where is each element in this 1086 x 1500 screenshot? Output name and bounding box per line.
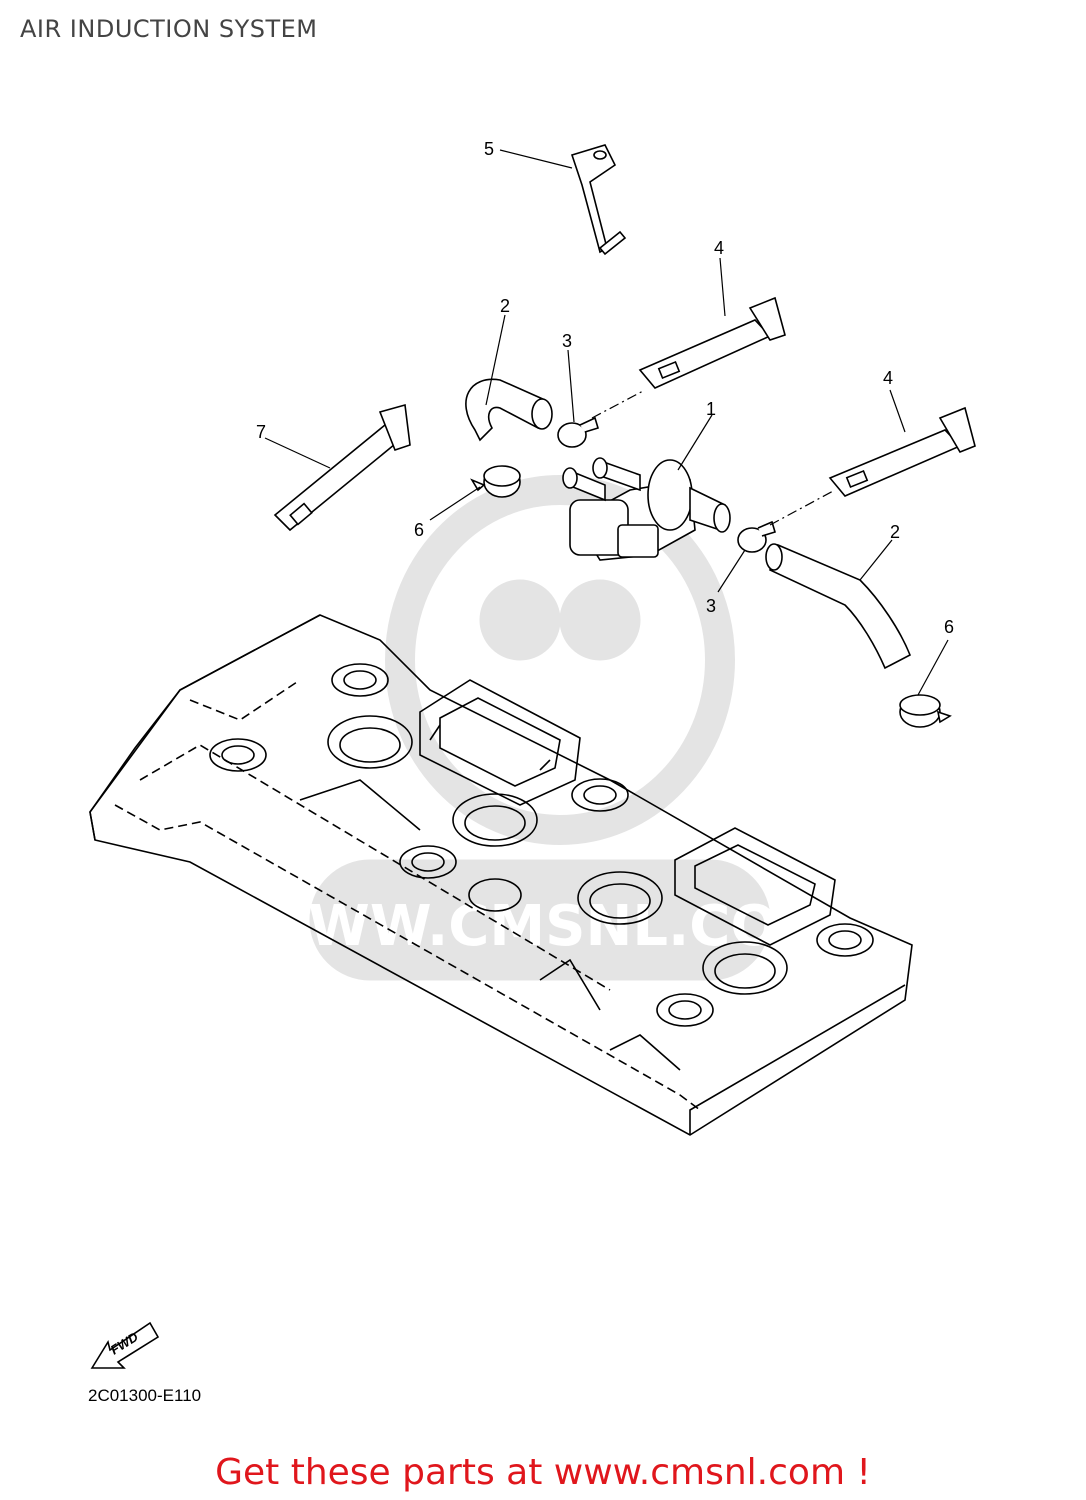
clip-3a <box>557 416 599 448</box>
band-7 <box>273 403 411 532</box>
callout-3a: 3 <box>562 331 572 351</box>
hose-right <box>765 543 912 670</box>
air-cut-valve <box>562 457 731 561</box>
hose-clamp-6a <box>470 465 521 498</box>
callout-labels: 1 2 2 3 3 4 4 5 6 6 7 <box>256 139 954 637</box>
band-4a <box>638 296 786 389</box>
callout-6b: 6 <box>944 617 954 637</box>
watermark-text: WWW.CMSNL.COM <box>246 894 833 959</box>
callout-2a: 2 <box>500 296 510 316</box>
watermark-logo: WWW.CMSNL.COM <box>246 475 834 981</box>
leader-lines <box>264 149 949 696</box>
cylinder-head-cover <box>89 614 913 1136</box>
callout-6a: 6 <box>414 520 424 540</box>
hose-clamp-6b <box>899 694 952 728</box>
callout-7: 7 <box>256 422 266 442</box>
hose-left <box>465 378 553 442</box>
page-title: AIR INDUCTION SYSTEM <box>20 15 318 43</box>
drawing-code: 2C01300-E110 <box>88 1386 202 1405</box>
fwd-arrow-icon: FWD <box>90 1321 160 1369</box>
clip-3b <box>737 520 776 553</box>
callout-4b: 4 <box>883 368 893 388</box>
footer-link[interactable]: Get these parts at www.cmsnl.com ! <box>215 1452 871 1493</box>
callout-1: 1 <box>706 399 716 419</box>
bracket-5 <box>570 144 627 256</box>
callout-4a: 4 <box>714 238 724 258</box>
band-4b <box>828 406 976 497</box>
callout-2b: 2 <box>890 522 900 542</box>
assembly-lines <box>591 389 836 526</box>
callout-5: 5 <box>484 139 494 159</box>
callout-3b: 3 <box>706 596 716 616</box>
